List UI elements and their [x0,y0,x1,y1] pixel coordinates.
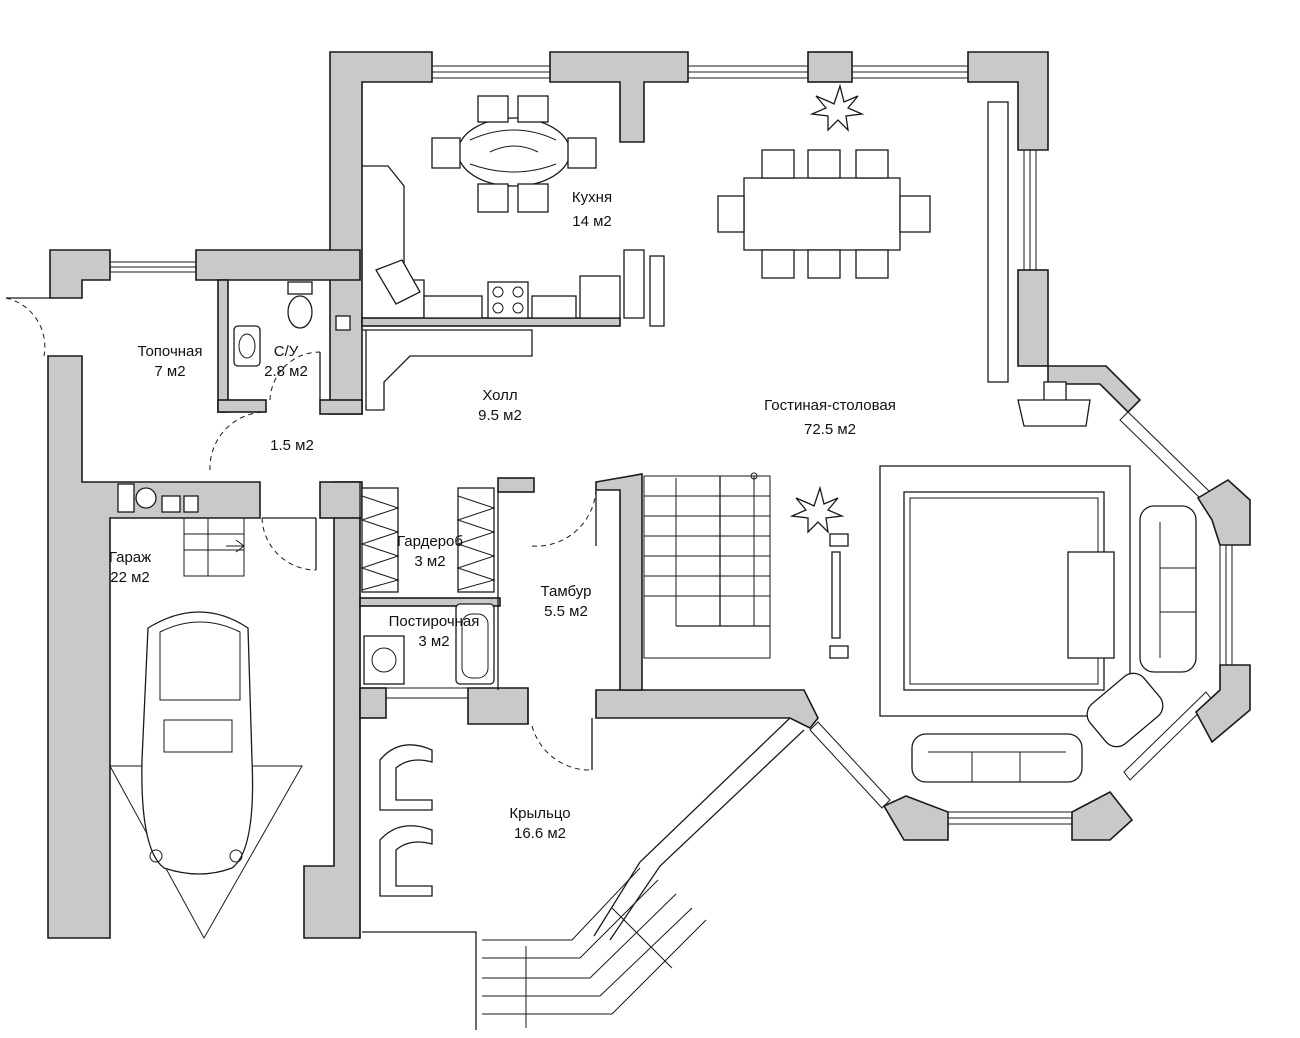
room-name: Постирочная [388,613,480,630]
room-name: Холл [482,387,518,404]
room-label-corridor: 1.5 м2 [270,436,314,456]
room-label-laundry: Постирочная 3 м2 [389,612,480,652]
room-area: 7 м2 [154,363,186,380]
room-area: 3 м2 [414,553,446,570]
room-area: 22 м2 [110,569,150,586]
room-label-hall: Холл 9.5 м2 [478,386,522,426]
room-area: 3 м2 [418,633,450,650]
room-name: Гараж [108,549,152,566]
room-area: 16.6 м2 [513,825,567,842]
room-name: Гардероб [397,533,463,550]
room-area: 5.5 м2 [544,603,588,620]
wardrobe-laundry [360,487,496,685]
room-label-living: Гостиная-столовая 72.5 м2 [764,396,896,440]
living-furniture [829,465,1197,783]
kitchen-table [431,95,597,213]
door-swings [5,297,597,771]
room-name: Тамбур [540,583,592,600]
room-label-wardrobe: Гардероб 3 м2 [397,532,463,572]
garage-car [109,611,303,940]
room-label-boiler: Топочная 7 м2 [137,342,202,382]
plants [789,83,865,534]
room-area: 2.8 м2 [264,363,308,380]
porch-chairs [379,744,433,897]
room-area: 1.5 м2 [270,437,314,454]
room-label-vestibule: Тамбур 5.5 м2 [541,582,592,622]
room-area: 14 м2 [572,213,612,230]
room-area: 9.5 м2 [478,407,522,424]
interior-lines [335,101,1091,1030]
room-label-garage: Гараж 22 м2 [109,548,151,588]
room-label-wc: С/У 2.8 м2 [264,342,308,382]
bathroom-fixtures [117,281,313,513]
room-label-kitchen: Кухня 14 м2 [572,188,612,232]
staircase [183,472,771,1028]
room-name: Топочная [137,343,203,360]
room-name: Крыльцо [509,805,571,822]
room-name: Гостиная-столовая [764,397,896,414]
room-name: Кухня [571,189,613,206]
walls [47,51,1251,939]
room-area: 72.5 м2 [803,421,857,438]
room-name: С/У [273,343,299,360]
room-label-porch: Крыльцо 16.6 м2 [509,804,570,844]
dining-table [717,149,931,279]
